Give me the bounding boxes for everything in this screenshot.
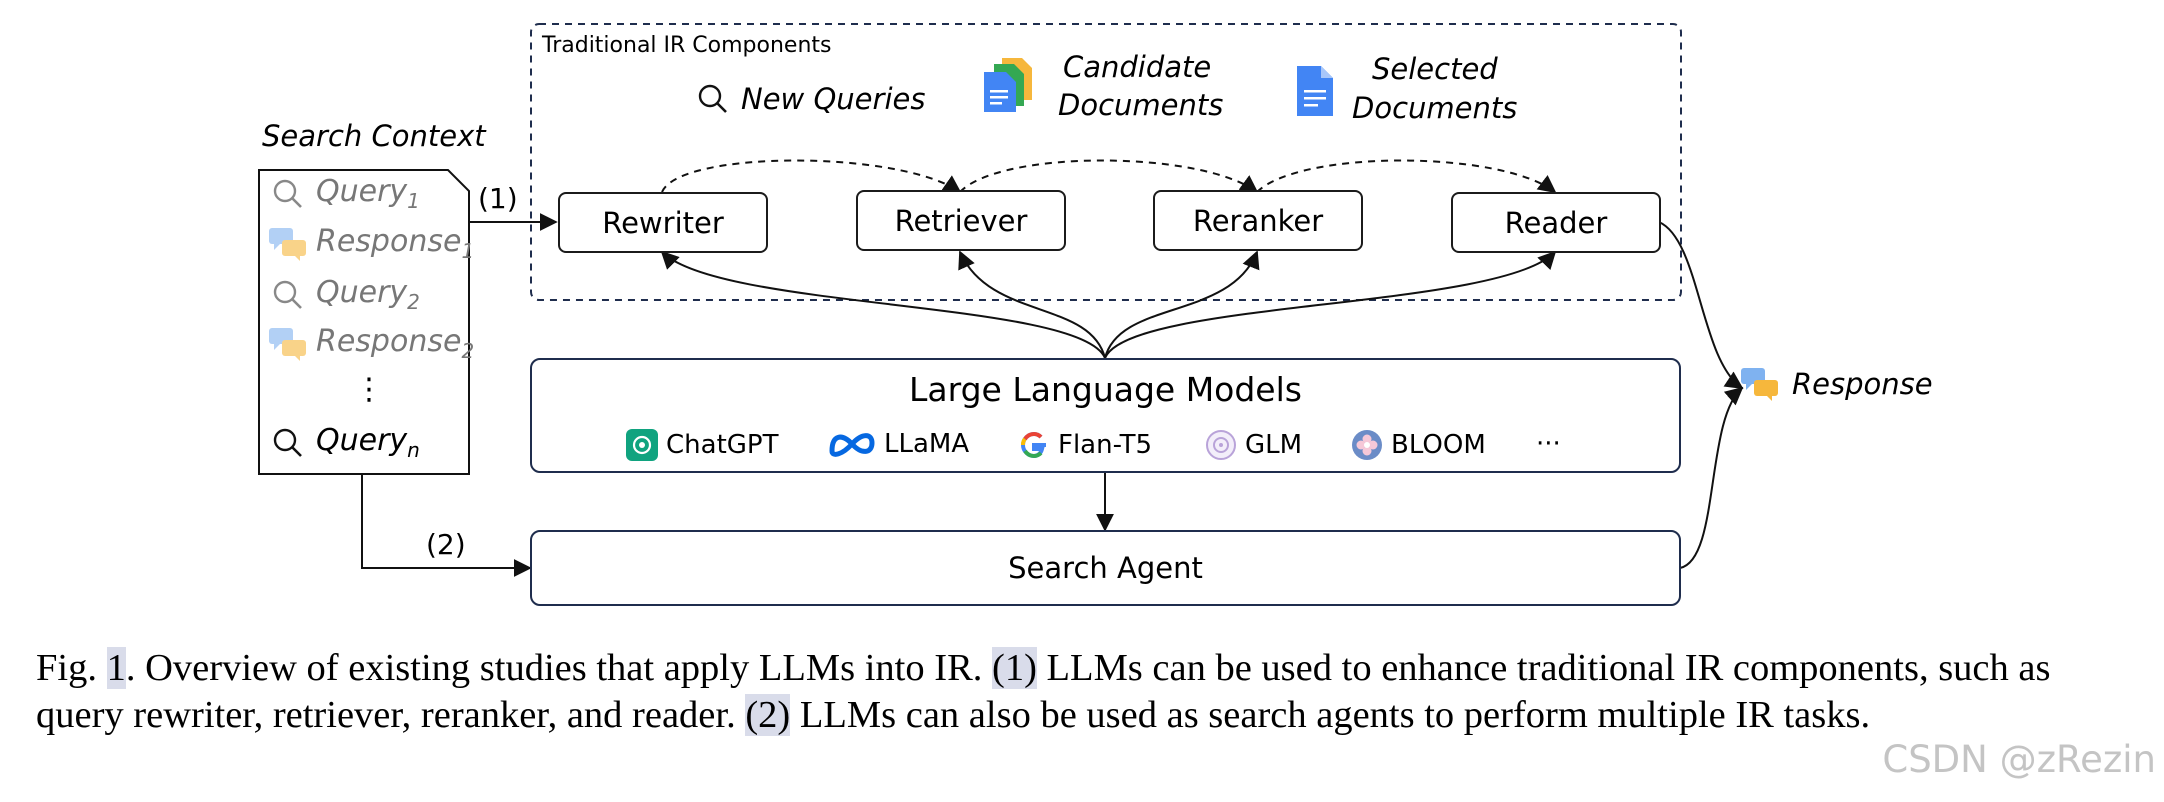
arrow-agent-to-response — [1679, 386, 1744, 569]
reranker-box: Reranker — [1153, 190, 1363, 251]
label-path-2: (2) — [426, 528, 466, 561]
ir-llm-diagram: Traditional IR Components New Queries Ca… — [258, 23, 1933, 606]
chat-bubbles-icon — [269, 327, 306, 361]
caption-mark-1: (1) — [992, 647, 1037, 689]
model-llama-label: LLaMA — [884, 429, 970, 459]
selected-documents-line2: Documents — [1352, 91, 1518, 125]
response-2-label: Response — [316, 324, 462, 359]
caption-fig-prefix: Fig. — [36, 647, 107, 689]
diagram-connectors — [361, 23, 1744, 577]
chatgpt-logo-icon — [626, 429, 658, 461]
dashed-arc-reranker-reader — [1256, 159, 1557, 194]
document-icon — [1297, 66, 1333, 116]
search-agent-box: Search Agent — [530, 530, 1681, 606]
rewriter-box: Rewriter — [558, 192, 768, 253]
query-2-subscript: 2 — [407, 290, 420, 314]
model-glm-label: GLM — [1245, 430, 1303, 460]
new-queries-text: New Queries — [741, 82, 926, 116]
reader-box: Reader — [1451, 192, 1661, 253]
dashed-arc-rewriter-retriever — [661, 159, 962, 194]
arrow-llm-to-reader — [1104, 250, 1557, 359]
search-icon — [273, 428, 302, 457]
llm-box: Large Language Models — [530, 358, 1681, 473]
model-ellipsis: ··· — [1536, 429, 1561, 459]
dashed-arc-retriever-reranker — [959, 159, 1259, 194]
query-n-subscript: n — [407, 438, 420, 462]
query-n-label: Query — [316, 423, 408, 458]
arrow-reader-to-response — [1658, 221, 1744, 390]
candidate-documents-line2: Documents — [1058, 88, 1224, 122]
arrow-llm-to-retriever — [958, 250, 1106, 359]
response-1-label: Response — [316, 224, 462, 259]
google-logo-icon — [1020, 431, 1046, 459]
model-chatgpt-label: ChatGPT — [666, 430, 779, 460]
model-llama: LLaMA — [828, 429, 969, 459]
bloom-logo-icon — [1352, 430, 1382, 460]
arrow-context-to-agent — [361, 474, 532, 577]
chat-bubbles-icon — [1741, 368, 1778, 401]
label-path-1: (1) — [478, 182, 518, 215]
selected-documents-line1: Selected — [1372, 52, 1498, 86]
meta-logo-icon — [829, 433, 875, 457]
context-response-1: Response1 — [268, 224, 474, 263]
traditional-ir-region — [530, 23, 1682, 301]
query-1-subscript: 1 — [407, 189, 420, 213]
traditional-ir-title: Traditional IR Components — [542, 33, 832, 58]
csdn-watermark: CSDN @zRezin — [1882, 738, 2156, 781]
search-context-panel — [258, 169, 470, 475]
search-context-title: Search Context — [262, 119, 486, 153]
arrow-llm-to-reranker — [1104, 250, 1260, 359]
caption-text-3: LLMs can also be used as search agents t… — [790, 694, 1871, 736]
glm-logo-icon — [1206, 430, 1236, 460]
search-icon — [273, 179, 302, 208]
response-output: Response — [1740, 366, 1933, 402]
figure-caption: Fig. 1. Overview of existing studies tha… — [36, 645, 2136, 739]
model-glm: GLM — [1205, 429, 1302, 461]
search-icon — [698, 84, 727, 113]
context-query-2: Query2 — [272, 275, 420, 314]
candidate-documents-line1: Candidate — [1063, 50, 1212, 84]
context-query-n: Queryn — [272, 423, 420, 462]
response-label: Response — [1792, 367, 1933, 401]
query-2-label: Query — [316, 275, 408, 310]
document-stack-icon — [984, 58, 1032, 112]
arrow-llm-to-rewriter — [660, 250, 1106, 359]
retriever-box: Retriever — [856, 190, 1066, 251]
caption-fig-number: 1 — [106, 647, 126, 689]
new-queries-label: New Queries — [697, 82, 925, 116]
context-response-2: Response2 — [268, 324, 474, 363]
caption-text-1: . Overview of existing studies that appl… — [125, 647, 992, 689]
caption-mark-2: (2) — [745, 694, 791, 736]
query-1-label: Query — [316, 174, 408, 209]
model-chatgpt: ChatGPT — [626, 429, 778, 461]
model-bloom-label: BLOOM — [1391, 430, 1486, 460]
chat-bubbles-icon — [269, 227, 306, 261]
caption-text-2: LLMs can be used to enhance traditional … — [36, 647, 2051, 736]
model-bloom: BLOOM — [1351, 429, 1486, 461]
search-icon — [273, 280, 302, 309]
model-flan-t5-label: Flan-T5 — [1058, 430, 1153, 460]
response-2-subscript: 2 — [461, 339, 475, 363]
response-1-subscript: 1 — [461, 239, 475, 263]
llm-title: Large Language Models — [909, 370, 1302, 409]
model-flan-t5: Flan-T5 — [1018, 429, 1152, 461]
context-query-1: Query1 — [272, 174, 420, 213]
context-ellipsis: ⋮ — [354, 372, 384, 407]
